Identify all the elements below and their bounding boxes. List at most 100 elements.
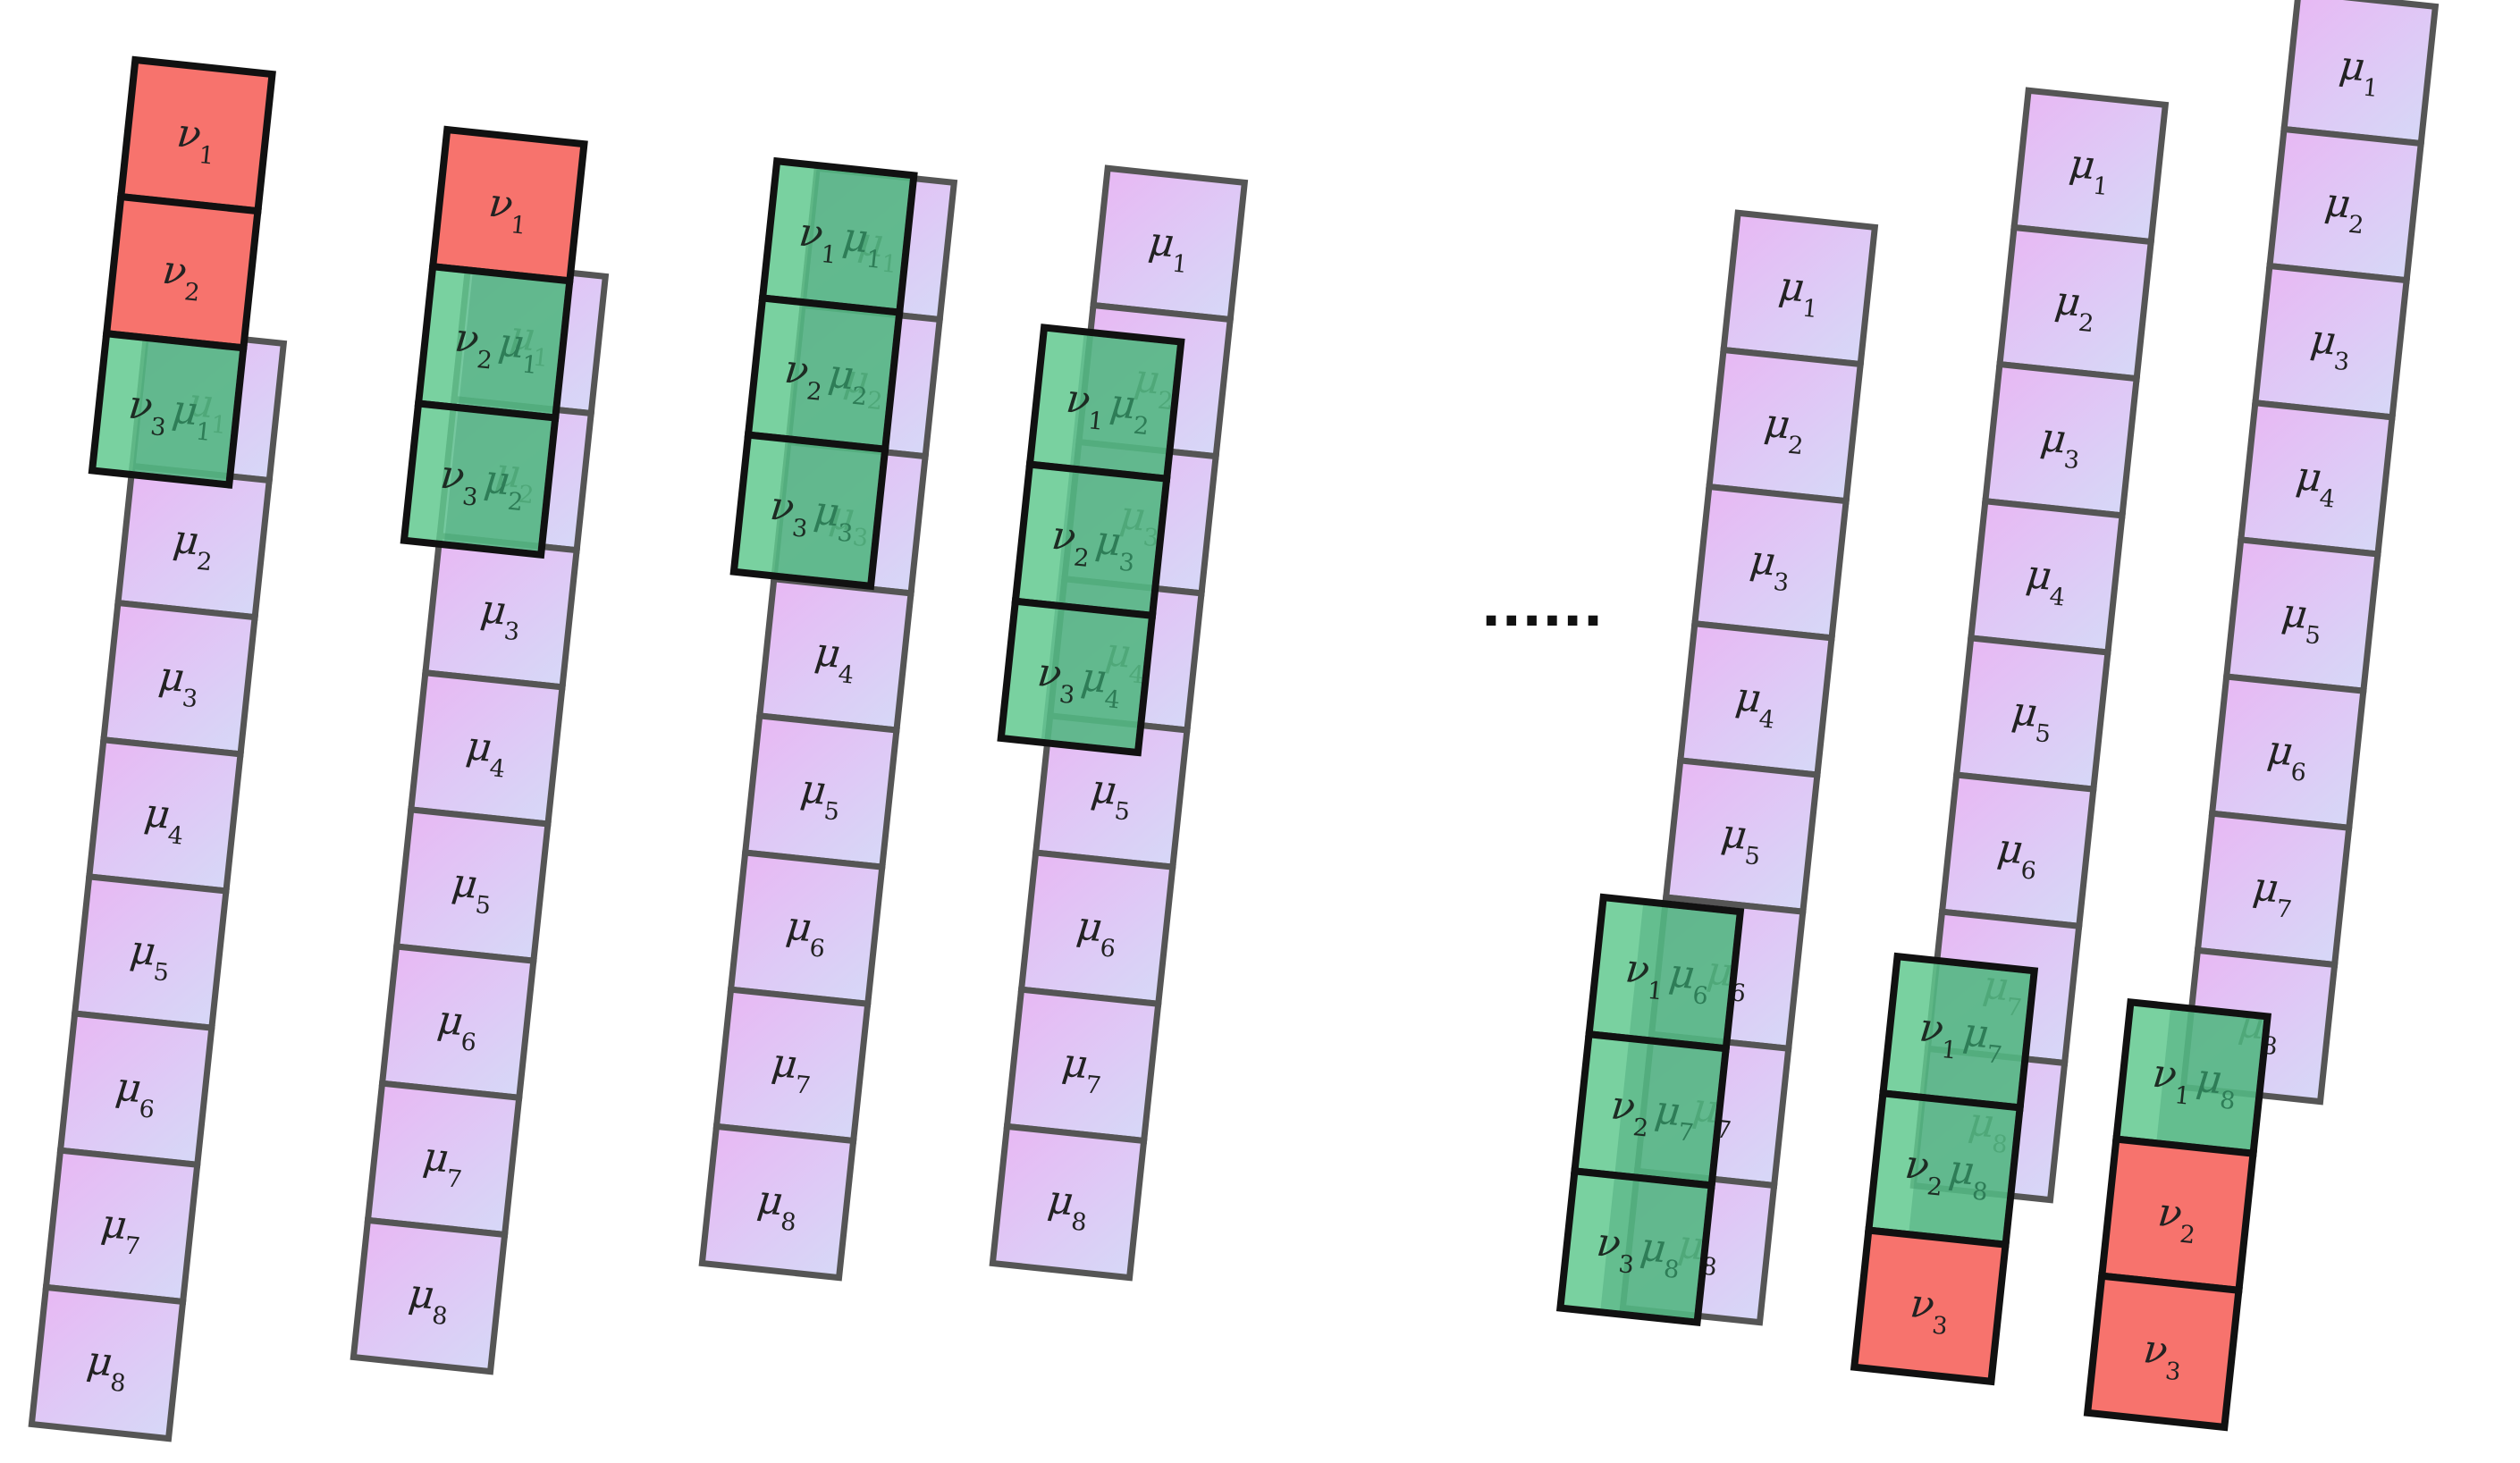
overlap-shade	[1070, 335, 1177, 475]
overlap-shade	[1923, 963, 2031, 1105]
nu-cell-step-1-1: ν1	[116, 55, 276, 215]
mu-cell-label: μ4	[141, 790, 188, 850]
overlap-shade	[1600, 1179, 1708, 1319]
mu-cell-label: μ3	[2307, 316, 2354, 376]
mu-cell-step-1-5: μ5	[71, 873, 230, 1031]
mu-cell-step-4-6: μ6	[1017, 849, 1176, 1008]
mu-cell-label: μ7	[2250, 864, 2297, 924]
mu-cell-label: μ8	[1044, 1177, 1091, 1237]
overlap-mu-label: μ7	[1651, 1087, 1698, 1147]
nu-matched-box	[400, 399, 560, 559]
nu-cell-label: ν2	[1901, 1142, 1946, 1202]
mu-cell-step-3-5: μ5	[741, 712, 900, 870]
mu-cell-label: μ4	[463, 723, 510, 783]
mu-cell-label: μ4	[2293, 453, 2339, 513]
mu-cell-step-1-7: μ7	[42, 1147, 201, 1306]
nu-matched-box	[1555, 1166, 1716, 1327]
nu-cell-label: ν2	[159, 248, 204, 307]
overlap-shade	[459, 273, 566, 415]
overlap-shade	[1056, 472, 1163, 612]
mu-cell-step-n-7: μ7	[2194, 810, 2353, 969]
mu-cell-label: μ7	[1059, 1040, 1106, 1100]
overlap-mu-label: μ1	[495, 320, 542, 380]
nu-cell-label: ν2	[1608, 1082, 1653, 1142]
mu-cell-step-2-8: μ8	[350, 1216, 509, 1375]
mu-cell-step-n-1: μ1	[2280, 0, 2440, 147]
mu-cell-label: μ1	[2336, 43, 2382, 103]
mu-cell-step-n-1-1: μ1	[2010, 87, 2170, 246]
mu-cell-step-2-3: μ3	[422, 532, 580, 691]
mu-cell-label: μ4	[2023, 551, 2069, 611]
mu-cell-step-n-2: μ2	[2266, 125, 2425, 284]
mu-cell-step-n-1-5: μ5	[1952, 635, 2111, 793]
mu-cell-step-n-6: μ6	[2208, 673, 2367, 832]
mu-layer: μ1μ2μ3μ4μ5μ6μ7μ8μ1μ2μ3μ4μ5μ6μ7μ8μ1μ2μ3μ4…	[28, 0, 2440, 1442]
mu-cell-step-1-3: μ3	[100, 599, 258, 758]
mu-cell-label: μ8	[83, 1338, 130, 1398]
overlap-mu-label: μ2	[1107, 381, 1153, 441]
mu-cell-label: μ4	[1732, 674, 1779, 734]
mu-cell-label: μ2	[170, 517, 216, 576]
overlap-mu-label: μ4	[1078, 654, 1125, 714]
nu-cell-label: ν3	[1907, 1281, 1951, 1341]
mu-cell-step-n-1-4: μ4	[1967, 497, 2126, 656]
mu-cell-step-n-1-3: μ3	[1982, 360, 2140, 519]
overlap-mu-label: μ2	[825, 351, 872, 411]
nu-cell-label: ν3	[1593, 1220, 1638, 1280]
mu-cell-label: μ3	[2037, 415, 2084, 475]
overlap-shade	[1629, 904, 1737, 1045]
nu-matched-box	[729, 431, 889, 591]
nu-cell-label: ν3	[437, 452, 482, 512]
mu-cell-step-2-6: μ6	[378, 943, 537, 1102]
nu-cell-label: ν1	[796, 209, 840, 269]
mu-cell-step-n-2-4: μ4	[1676, 619, 1835, 778]
overlap-shade	[132, 341, 240, 482]
mu-cell-label: μ6	[1994, 825, 2041, 885]
overlap-mu-label: μ3	[1092, 517, 1139, 577]
mu-cell-box	[698, 1122, 857, 1282]
mu-cell-step-3-6: μ6	[727, 849, 886, 1008]
mu-cell-label: μ8	[754, 1177, 800, 1237]
mu-cell-step-2-7: μ7	[364, 1080, 523, 1239]
overlap-shade	[1909, 1101, 2017, 1241]
overlap-mu-label: μ8	[2193, 1055, 2239, 1115]
nu-matched-box	[88, 329, 248, 489]
mu-cell-step-n-2-3: μ3	[1691, 483, 1850, 642]
overlap-shade	[444, 411, 552, 551]
overlap-mu-label: μ6	[1665, 950, 1712, 1010]
nu-cell-label: ν3	[125, 382, 170, 441]
nu-unmatched-box	[2083, 1272, 2243, 1432]
mu-cell-label: μ3	[1747, 537, 1793, 597]
nu-cell-label: ν2	[781, 347, 826, 407]
mu-cell-step-n-1-6: μ6	[1938, 771, 2097, 930]
mu-cell-step-n-4: μ4	[2237, 399, 2396, 558]
mu-cell-box	[350, 1216, 509, 1375]
mu-cell-step-3-8: μ8	[698, 1122, 857, 1282]
nu-cell-label: ν2	[1049, 513, 1093, 573]
mu-cell-label: μ7	[769, 1040, 815, 1100]
mu-cell-label: μ3	[477, 586, 524, 646]
mu-cell-step-n-2-1: μ1	[1720, 209, 1879, 368]
nu-cell-label: ν1	[485, 181, 530, 240]
overlap-mu-label: μ3	[811, 488, 857, 548]
nu-cell-label: ν1	[1063, 376, 1108, 436]
mu-cell-label: μ5	[797, 766, 844, 826]
nu-cell-label: ν3	[767, 483, 812, 543]
ellipsis-text: ......	[1481, 576, 1604, 639]
nu-cell-label: ν2	[451, 315, 496, 374]
mu-cell-label: μ2	[2322, 180, 2368, 240]
nu-cell-label: ν1	[1622, 946, 1667, 1005]
mu-cell-label: μ5	[1718, 811, 1765, 870]
nu-cell-label: ν3	[1034, 650, 1079, 710]
